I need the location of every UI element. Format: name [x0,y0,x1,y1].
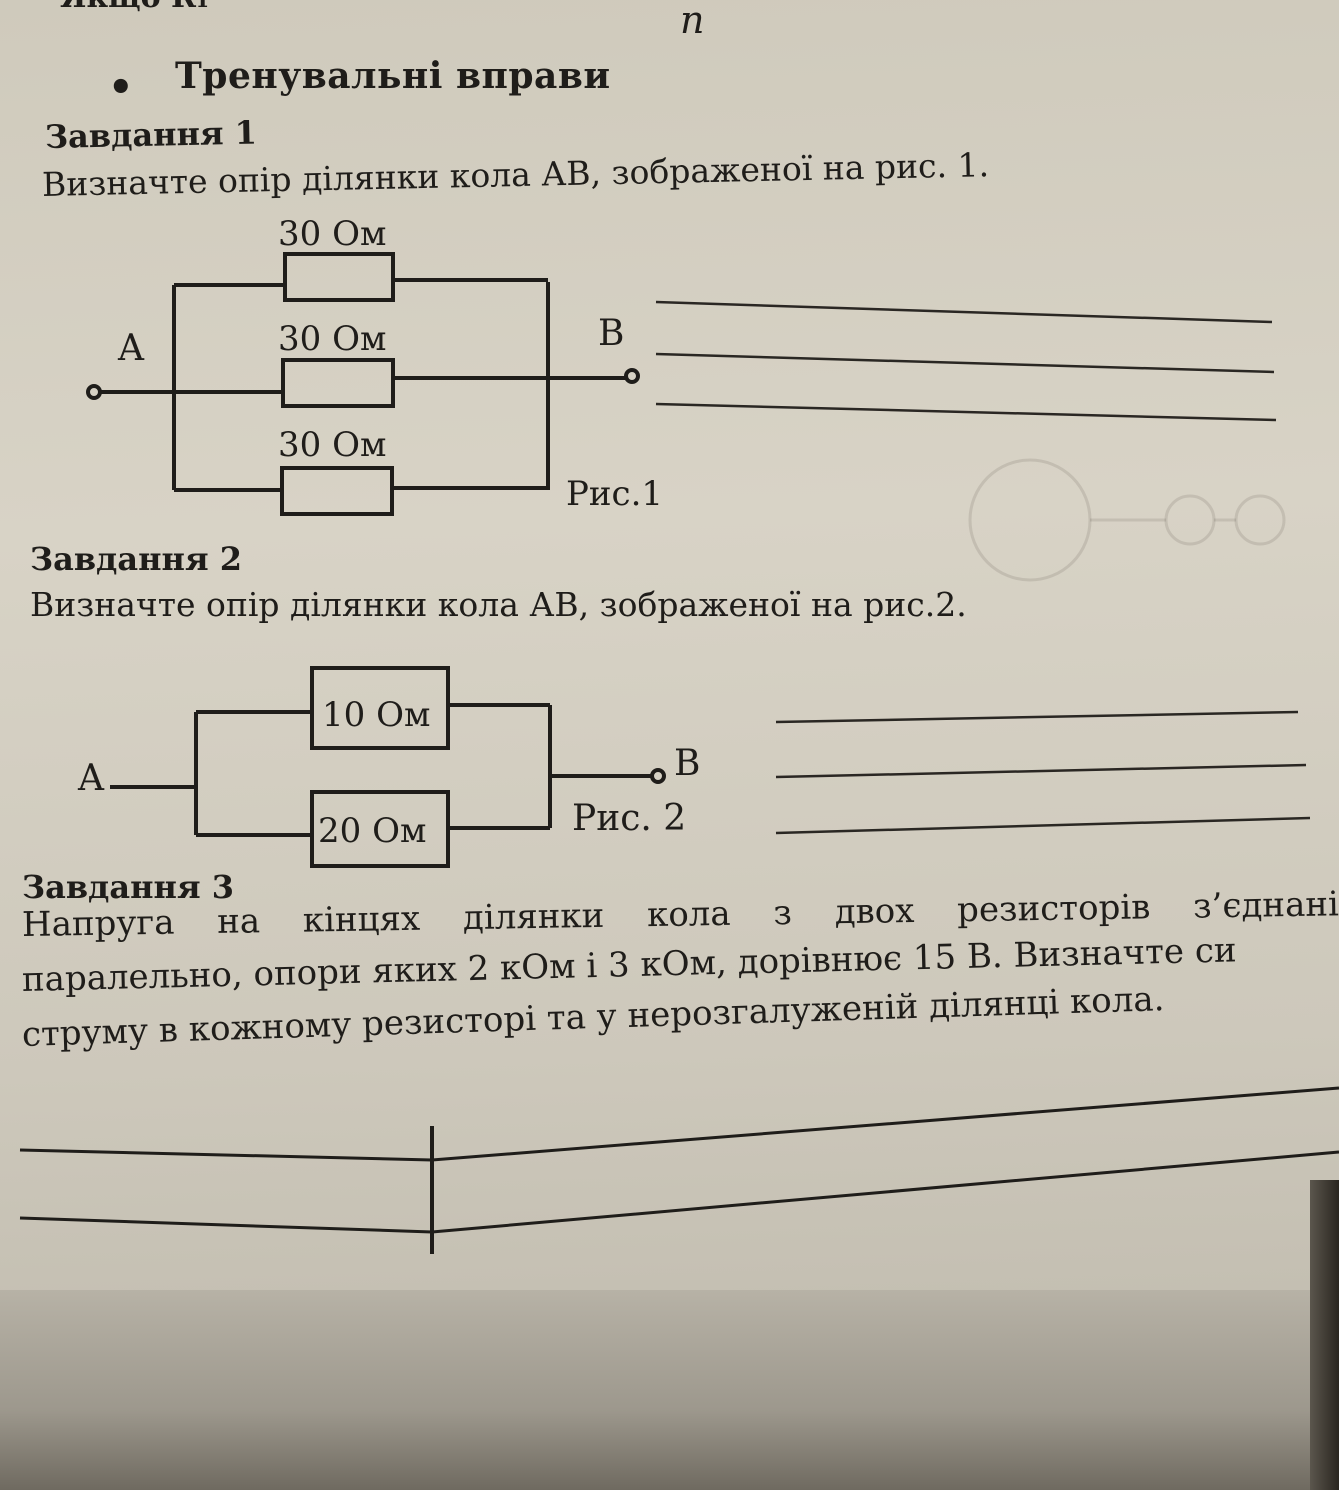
answer-line [775,710,1299,724]
fig1-resistor-label-1: 30 Ом [278,214,386,254]
answer-line [775,763,1307,779]
answer-line [655,402,1277,422]
bleed-through-circuit [968,458,1286,582]
fig2-caption: Рис. 2 [572,798,686,839]
terminal-b [650,768,666,784]
fig2-resistor-label-2: 20 Ом [318,811,426,851]
resistor1-middle [281,358,395,408]
fig1-caption: Рис.1 [566,474,663,514]
figure1-circuit: A B 30 Ом 30 Ом 30 Ом Рис.1 [86,214,1277,516]
fig1-node-a: A [117,328,145,369]
section-title: Тренувальні вправи [175,55,611,97]
terminal-b [624,368,640,384]
fig2-node-a: A [77,758,105,799]
answer-line [19,1150,1339,1234]
task3-answer-area [19,1086,1339,1254]
resistor1-bottom [280,466,394,516]
fig1-node-b: B [598,313,624,354]
task2-question: Визначте опір ділянки кола АВ, зображено… [30,585,967,624]
resistor2-bottom [310,790,450,868]
answer-line [775,816,1311,835]
fig2-resistor-label-1: 10 Ом [322,695,430,735]
terminal-a [86,384,102,400]
resistor2-top [310,666,450,750]
header-variable: n [680,0,705,42]
resistor1-top [283,252,395,302]
bullet-icon: • [108,64,134,111]
fig1-resistor-label-3: 30 Ом [278,425,386,465]
answer-line [655,300,1273,324]
header-cut-text: Якщо R₁ [60,0,209,15]
figure2-circuit: A B 10 Ом 20 Ом Рис. 2 [77,666,1311,868]
task2-title: Завдання 2 [30,540,242,578]
fig1-resistor-label-2: 30 Ом [278,319,386,359]
task3-title: Завдання 3 [22,868,234,906]
fig2-node-b: B [674,743,700,784]
answer-line [655,352,1275,374]
page-shadow [0,1290,1339,1490]
background-edge [1310,1180,1339,1490]
answer-line [19,1086,1339,1162]
